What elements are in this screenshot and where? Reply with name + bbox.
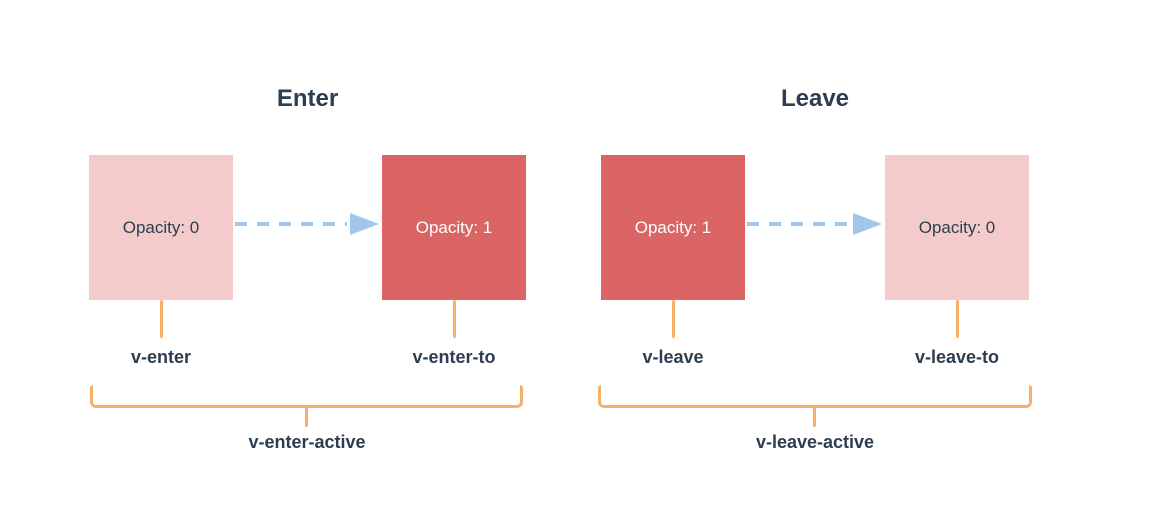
leave-from-box: Opacity: 1	[601, 155, 745, 300]
enter-to-connector-line	[453, 300, 456, 338]
leave-to-box: Opacity: 0	[885, 155, 1029, 300]
leave-active-bracket	[598, 385, 1032, 408]
enter-active-bracket	[90, 385, 523, 408]
enter-to-box-label: Opacity: 1	[415, 217, 493, 237]
leave-active-bracket-tick	[813, 406, 816, 427]
leave-transition-arrow-icon	[747, 213, 882, 235]
enter-section-title: Enter	[276, 85, 339, 112]
leave-from-class-label: v-leave	[642, 347, 704, 367]
enter-to-box: Opacity: 1	[382, 155, 526, 300]
enter-from-class-label: v-enter	[130, 347, 192, 367]
enter-from-box-label: Opacity: 0	[122, 217, 200, 237]
leave-to-connector-line	[956, 300, 959, 338]
enter-from-box: Opacity: 0	[89, 155, 233, 300]
enter-transition-arrow-icon	[235, 213, 379, 235]
leave-from-box-label: Opacity: 1	[634, 217, 712, 237]
leave-section-title: Leave	[780, 85, 850, 112]
leave-from-connector-line	[672, 300, 675, 338]
leave-to-box-label: Opacity: 0	[918, 217, 996, 237]
enter-to-class-label: v-enter-to	[412, 347, 496, 367]
leave-to-class-label: v-leave-to	[914, 347, 1000, 367]
enter-active-bracket-tick	[305, 406, 308, 427]
leave-active-class-label: v-leave-active	[755, 432, 875, 452]
enter-from-connector-line	[160, 300, 163, 338]
enter-active-class-label: v-enter-active	[248, 432, 366, 452]
